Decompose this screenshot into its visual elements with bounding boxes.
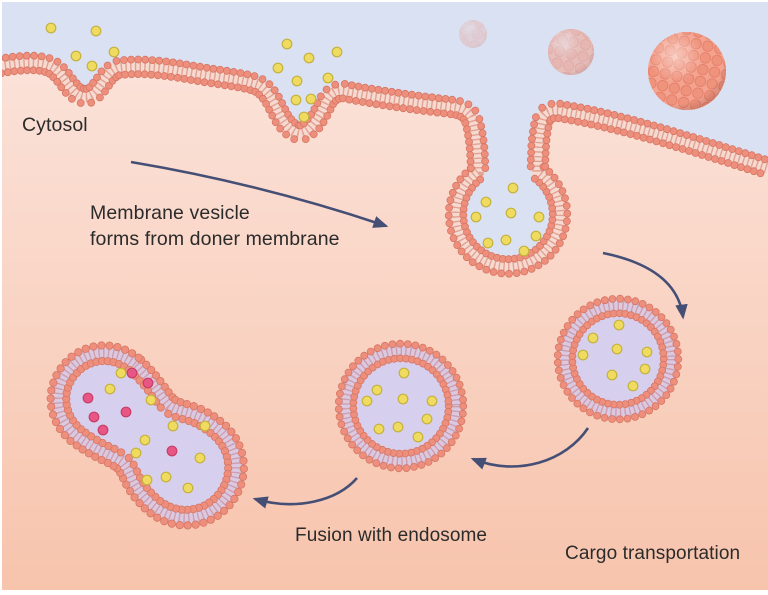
arrow-budding <box>130 160 389 228</box>
arrow-to-vesicle <box>602 251 688 320</box>
budded-sphere-faint <box>459 20 487 48</box>
cargo-dots-crimson <box>82 367 178 457</box>
arrow-fusion <box>252 477 358 509</box>
transport-vesicle-1 <box>553 294 683 424</box>
plasma-membrane <box>2 51 768 278</box>
cargo-dots-yellow <box>45 22 653 494</box>
label-cytosol: Cytosol <box>22 114 88 136</box>
label-cargo: Cargo transportation <box>565 543 741 564</box>
budded-sphere-full <box>648 32 726 110</box>
budded-sphere-medium <box>548 29 594 75</box>
label-fusion: Fusion with endosome <box>295 525 488 546</box>
arrow-transport <box>470 427 590 470</box>
label-membrane-vesicle: Membrane vesicle forms from doner membra… <box>90 202 340 250</box>
transport-vesicle-2 <box>334 339 468 473</box>
